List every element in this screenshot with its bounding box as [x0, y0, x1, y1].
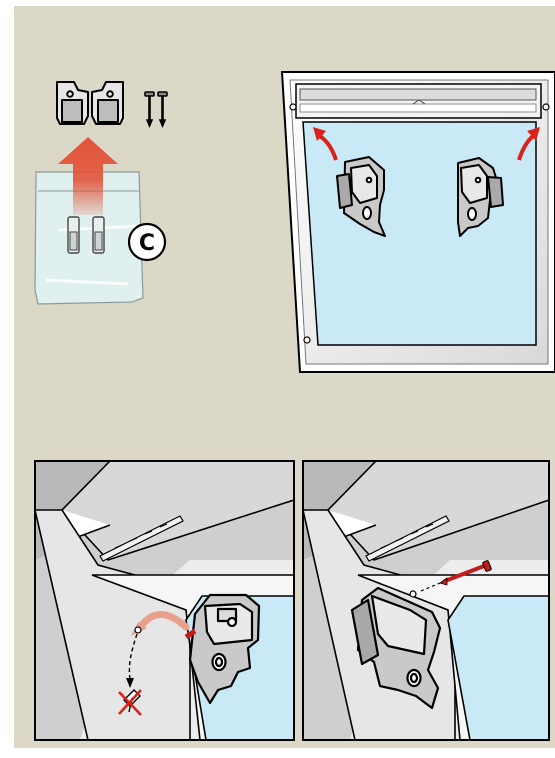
bag-label: C — [139, 231, 155, 256]
window-group — [282, 72, 555, 372]
bracket-pair-icon — [57, 82, 123, 124]
detail-panel-left — [35, 461, 294, 740]
parts-group: C — [35, 82, 167, 304]
parts-bag-icon — [35, 137, 143, 304]
detail-panel-right — [303, 461, 549, 740]
screw-icon — [145, 92, 167, 126]
window-glass — [303, 122, 536, 345]
bag-label-badge: C — [129, 224, 165, 260]
